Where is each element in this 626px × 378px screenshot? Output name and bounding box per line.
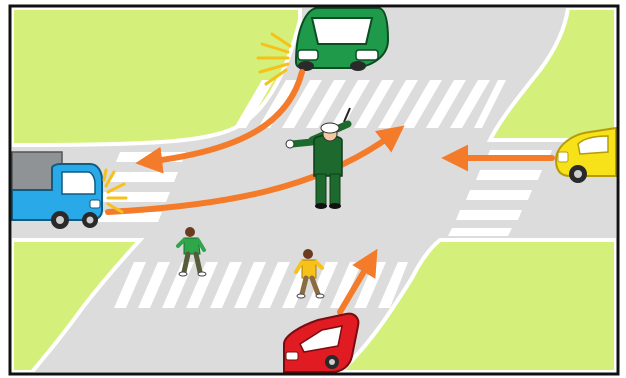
blue-truck (12, 152, 102, 229)
green-car (296, 8, 388, 71)
